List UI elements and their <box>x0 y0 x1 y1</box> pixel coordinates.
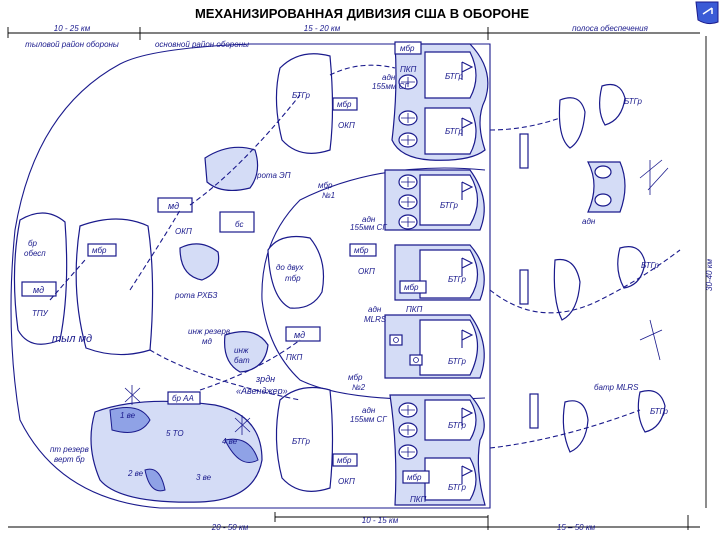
b1-btgr-1: БТГр <box>440 201 459 210</box>
division-center: рота ЭП мд ОКП бс рота РХБЗ инж резерв м… <box>157 146 321 396</box>
cover-adn: адн <box>582 217 596 226</box>
side-scale: 30-40 км <box>705 36 714 508</box>
b2-okp: ОКП <box>338 477 355 486</box>
comm-line-5 <box>49 259 86 301</box>
ew-company: рота ЭП <box>256 171 291 180</box>
brigade-2: БТГр БТГр мбр №2 адн 155мм СГ БТГр мбр О… <box>275 373 486 506</box>
rear-mbr: мбр <box>92 246 107 255</box>
top-mbr-a: мбр <box>400 44 415 53</box>
b1-adn: адн <box>362 215 376 224</box>
b2-adn-type: 155мм СГ <box>350 415 387 424</box>
forward-md-cp: мд <box>294 330 305 340</box>
bottom-scale: 20 - 50 км 10 - 15 км 15 – 50 км <box>8 512 700 532</box>
aviation-brigade: бр АА 1 ве 5 ТО 4 ве 2 ве 3 ве пт резерв… <box>50 385 263 503</box>
b1-adn-mlrs-type: MLRS <box>364 315 387 324</box>
bottom-right-distance: 15 – 50 км <box>557 523 596 532</box>
zrdn-label: зрдн <box>255 374 275 384</box>
forward-pkp: ПКП <box>286 353 303 362</box>
top-scale: 10 - 25 км 15 - 20 км тыловой район обор… <box>7 24 700 49</box>
corner-arrow-icon[interactable] <box>695 1 719 25</box>
heli-1: 1 ве <box>120 411 136 420</box>
security-zone-label: полоса обеспечения <box>572 24 648 33</box>
main-zone-label: основной район обороны <box>155 40 249 49</box>
top-adn: адн <box>382 73 396 82</box>
signal-battalion: бс <box>235 220 244 229</box>
top-btgr-2: БТГр <box>445 127 464 136</box>
top-mid-distance: 15 - 20 км <box>304 24 341 33</box>
rear-tpu: ТПУ <box>32 309 49 318</box>
eng-reserve: инж резерв <box>188 327 230 336</box>
rear-div-label: тыл мд <box>52 333 92 345</box>
b1-okp: ОКП <box>358 267 375 276</box>
comm-line-2 <box>129 209 181 291</box>
top-left-distance: 10 - 25 км <box>54 24 91 33</box>
b1-pkp: ПКП <box>406 305 423 314</box>
b1-btgr-3: БТГр <box>448 357 467 366</box>
rear-zone-label: тыловой район обороны <box>25 40 119 49</box>
side-distance: 30-40 км <box>705 259 714 291</box>
b2-mbr-b: мбр <box>337 456 352 465</box>
top-mbr-b: мбр <box>337 100 352 109</box>
b2-adn: адн <box>362 406 376 415</box>
div-md-cp: мд <box>168 201 179 211</box>
at-reserve: пт резерв <box>50 445 89 454</box>
b1-mbr-c: мбр <box>404 283 419 292</box>
rear-area: мбр бр обесп мд ТПУ тыл мд <box>13 212 154 356</box>
top-brigade: БТГр БТГр мбр ПКП адн 155мм СГ БТГр мбр … <box>275 41 489 161</box>
b2-btgr-2: БТГр <box>448 483 467 492</box>
top-adn-type: 155мм СГ <box>372 82 409 91</box>
bottom-mid-distance: 10 - 15 км <box>362 516 399 525</box>
comm-line-3 <box>199 339 301 391</box>
chem-company: рота РХБЗ <box>174 291 217 300</box>
division-boundary <box>10 43 491 509</box>
cover-btgr-3: БТГр <box>650 407 669 416</box>
security-zone: БТГр адн БТГр БТГр батр MLRS <box>489 83 681 453</box>
brigade-1: БТГр БТГр БТГр мбр №1 адн 155мм СГ мбр О… <box>267 169 485 379</box>
heli-5: 5 ТО <box>166 429 184 438</box>
b1-mbr: мбр <box>318 181 333 190</box>
top-okp: ОКП <box>338 121 355 130</box>
cover-btgr-2: БТГр <box>641 261 660 270</box>
b2-btgr-left: БТГр <box>292 437 311 446</box>
heli-3: 3 ве <box>196 473 212 482</box>
b1-btgr-2: БТГр <box>448 275 467 284</box>
support-brigade: бр <box>28 239 38 248</box>
top-btgr-left: БТГр <box>292 91 311 100</box>
eng-reserve-div: мд <box>202 337 212 346</box>
zrdn-avenger: «Авенджер» <box>236 386 288 396</box>
b1-adn-type: 155мм СГ <box>350 223 387 232</box>
brigade-1-boundary <box>261 167 486 401</box>
div-okp: ОКП <box>175 227 192 236</box>
army-aviation: бр АА <box>172 394 194 403</box>
b1-mbr-b: мбр <box>354 246 369 255</box>
cover-btgr-1: БТГр <box>624 97 643 106</box>
support-brigade-type: обесп <box>24 249 46 258</box>
top-btgr-1: БТГр <box>445 72 464 81</box>
b1-adn-mlrs: адн <box>368 305 382 314</box>
eng-battalion: инж <box>234 346 249 355</box>
bottom-left-distance: 20 - 50 км <box>211 523 249 532</box>
eng-battalion-type: бат <box>234 356 250 365</box>
diagram-title: МЕХАНИЗИРОВАННАЯ ДИВИЗИЯ США В ОБОРОНЕ <box>195 6 529 21</box>
b2-mbr-c: мбр <box>407 473 422 482</box>
b2-pkp: ПКП <box>410 495 427 504</box>
b2-btgr-1: БТГр <box>448 421 467 430</box>
mlrs-battery: батр MLRS <box>594 383 639 392</box>
top-pkp: ПКП <box>400 65 417 74</box>
tank-brigades-label: до двух <box>276 263 304 272</box>
b2-mbr: мбр <box>348 373 363 382</box>
b2-number: №2 <box>352 383 366 392</box>
heli-2: 2 ве <box>127 469 144 478</box>
rear-md-cp: мд <box>33 285 44 295</box>
heli-4: 4 ве <box>222 437 238 446</box>
tank-brigades-type: тбр <box>285 274 301 283</box>
b1-number: №1 <box>322 191 335 200</box>
at-reserve-type: верт бр <box>54 455 85 464</box>
comm-line-4 <box>149 349 301 401</box>
